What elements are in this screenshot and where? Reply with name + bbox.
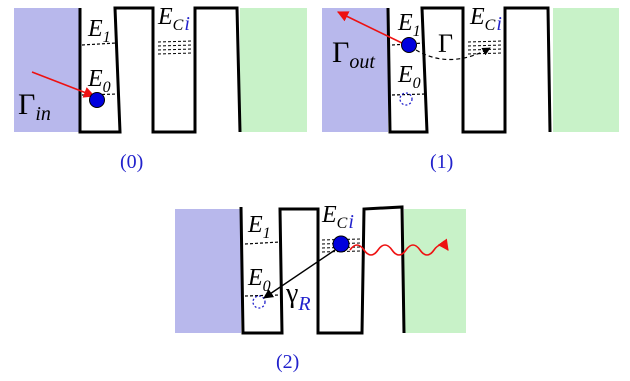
- collector-miniband: [467, 40, 504, 55]
- electron: [332, 235, 350, 253]
- collector-miniband: [157, 40, 194, 55]
- panel-0: E1 E0 ECi Γin (0): [14, 4, 307, 173]
- label-gamma: Γ: [438, 29, 453, 58]
- level-e0: [391, 93, 427, 96]
- label-eci: ECi: [469, 4, 502, 35]
- label-e0: E0: [397, 62, 421, 92]
- panel-1: E1 E0 ECi Γout Γ (1): [322, 4, 619, 173]
- right-lead: [240, 8, 307, 132]
- level-e0: [244, 294, 281, 297]
- empty-state: [252, 295, 266, 309]
- gamma-relax-arrow: [415, 47, 491, 61]
- label-e0: E0: [247, 265, 271, 295]
- label-e0: E0: [87, 66, 111, 96]
- label-e1: E1: [397, 10, 421, 40]
- level-e1: [244, 241, 281, 245]
- photon-wave: [349, 238, 449, 256]
- label-gamma-r: γR: [285, 278, 311, 315]
- electron: [401, 37, 417, 53]
- label-eci: ECi: [321, 202, 354, 233]
- caption-0: (0): [120, 151, 143, 173]
- label-e1: E1: [247, 212, 271, 242]
- left-lead: [175, 209, 241, 333]
- barrier-profile: [386, 6, 552, 134]
- left-lead: [14, 8, 80, 132]
- panel-2: E1 E0 ECi γR (2): [175, 202, 466, 373]
- level-e1: [81, 42, 117, 46]
- gamma-r-arrow: [263, 249, 336, 299]
- electron: [89, 92, 105, 108]
- gamma-out-arrow: [336, 11, 405, 45]
- label-eci: ECi: [157, 4, 190, 35]
- label-gamma-out: Γout: [332, 36, 375, 73]
- label-e1: E1: [87, 16, 111, 46]
- barrier-profile: [239, 205, 406, 335]
- left-lead: [322, 8, 388, 132]
- collector-miniband: [321, 238, 361, 253]
- label-gamma-in: Γin: [18, 88, 51, 125]
- gamma-in-arrow: [31, 71, 96, 98]
- empty-state: [399, 92, 413, 106]
- caption-2: (2): [276, 351, 299, 373]
- barrier-profile: [78, 6, 242, 134]
- right-lead: [553, 8, 619, 132]
- caption-1: (1): [430, 151, 453, 173]
- right-lead: [404, 209, 466, 333]
